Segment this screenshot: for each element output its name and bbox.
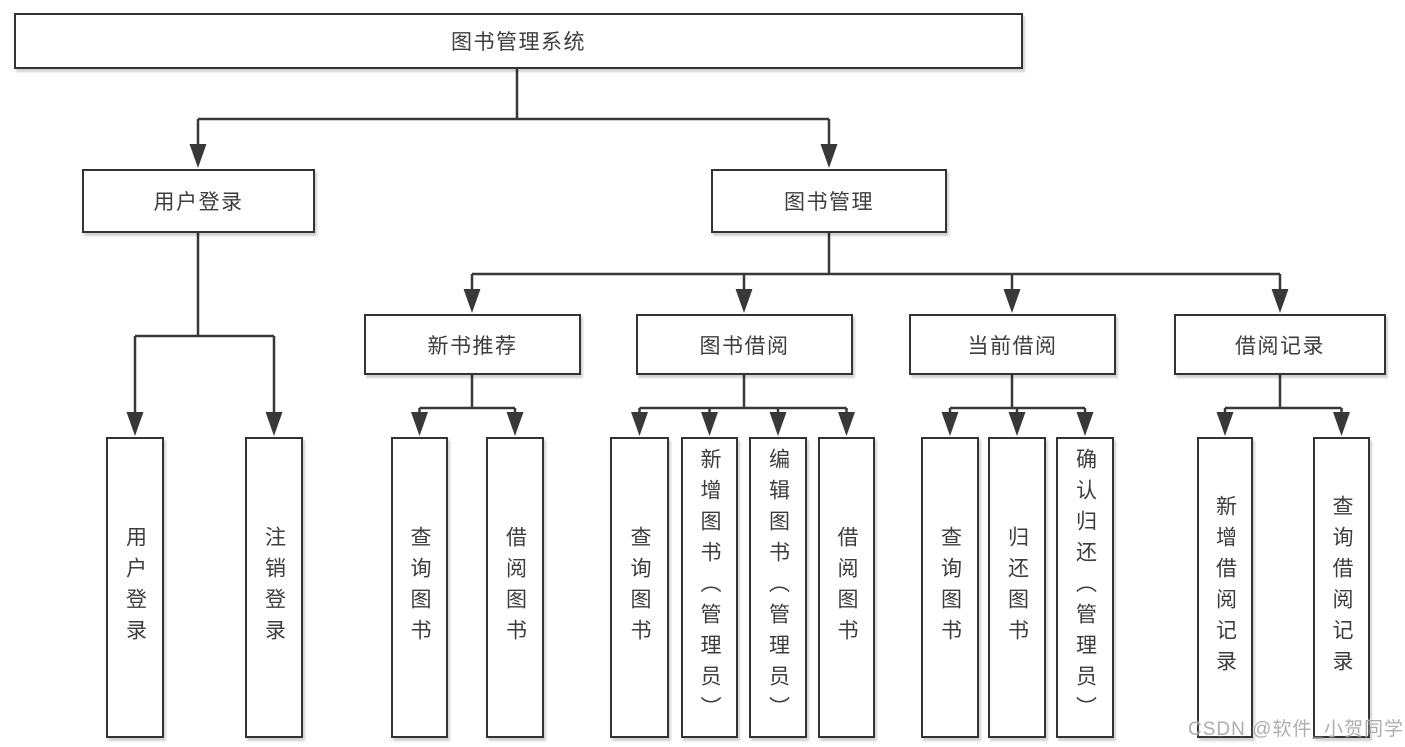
- node-label: 用户登录: [153, 191, 244, 214]
- arrow-down-icons: [126, 144, 1350, 436]
- node-borrowing-records: 借阅记录: [1174, 314, 1386, 375]
- leaf-query-books-recommend: 查询图书: [391, 437, 448, 738]
- leaf-label: 查询图书: [408, 525, 431, 650]
- leaf-label: 归还图书: [1005, 525, 1029, 650]
- node-label: 图书管理系统: [451, 31, 586, 54]
- node-new-book-recommend: 新书推荐: [364, 314, 581, 375]
- leaf-return-book: 归还图书: [988, 437, 1046, 738]
- leaf-label: 确认归还（管理员）: [1073, 448, 1097, 727]
- node-label: 图书管理: [784, 191, 874, 214]
- leaf-confirm-return-admin: 确认归还（管理员）: [1056, 437, 1114, 738]
- connector-lines: [133, 69, 1343, 415]
- csdn-watermark: CSDN @软件_小贺同学: [1188, 719, 1404, 740]
- leaf-query-borrow-record: 查询借阅记录: [1313, 437, 1370, 738]
- node-user-login: 用户登录: [82, 169, 315, 233]
- leaf-add-borrow-record: 新增借阅记录: [1197, 437, 1253, 738]
- leaf-label: 新增图书（管理员）: [698, 448, 721, 727]
- leaf-label: 查询图书: [628, 525, 651, 650]
- node-label: 新书推荐: [427, 334, 518, 358]
- node-current-borrowing: 当前借阅: [909, 314, 1116, 375]
- leaf-label: 编辑图书（管理员）: [766, 448, 790, 727]
- leaf-add-book-admin: 新增图书（管理员）: [681, 437, 738, 738]
- leaf-label: 借阅图书: [835, 525, 858, 650]
- leaf-label: 查询借阅记录: [1330, 494, 1353, 681]
- leaf-label: 用户登录: [123, 525, 147, 650]
- leaf-user-login: 用户登录: [106, 437, 164, 738]
- leaf-borrow-books-recommend: 借阅图书: [486, 437, 544, 738]
- node-label: 图书借阅: [699, 334, 790, 358]
- node-library-management-system: 图书管理系统: [14, 13, 1023, 69]
- leaf-label: 查询图书: [938, 525, 962, 650]
- leaf-logout: 注销登录: [245, 437, 303, 738]
- node-label: 借阅记录: [1235, 334, 1325, 358]
- leaf-borrow-books-borrowing: 借阅图书: [818, 437, 875, 738]
- node-book-management: 图书管理: [711, 169, 947, 233]
- leaf-label: 借阅图书: [503, 525, 527, 650]
- leaf-query-books-current: 查询图书: [921, 437, 979, 738]
- node-book-borrowing: 图书借阅: [636, 314, 853, 375]
- leaf-edit-book-admin: 编辑图书（管理员）: [749, 437, 807, 738]
- leaf-label: 新增借阅记录: [1213, 494, 1237, 681]
- leaf-query-books-borrowing: 查询图书: [610, 437, 669, 738]
- leaf-label: 注销登录: [262, 525, 286, 650]
- node-label: 当前借阅: [967, 334, 1058, 358]
